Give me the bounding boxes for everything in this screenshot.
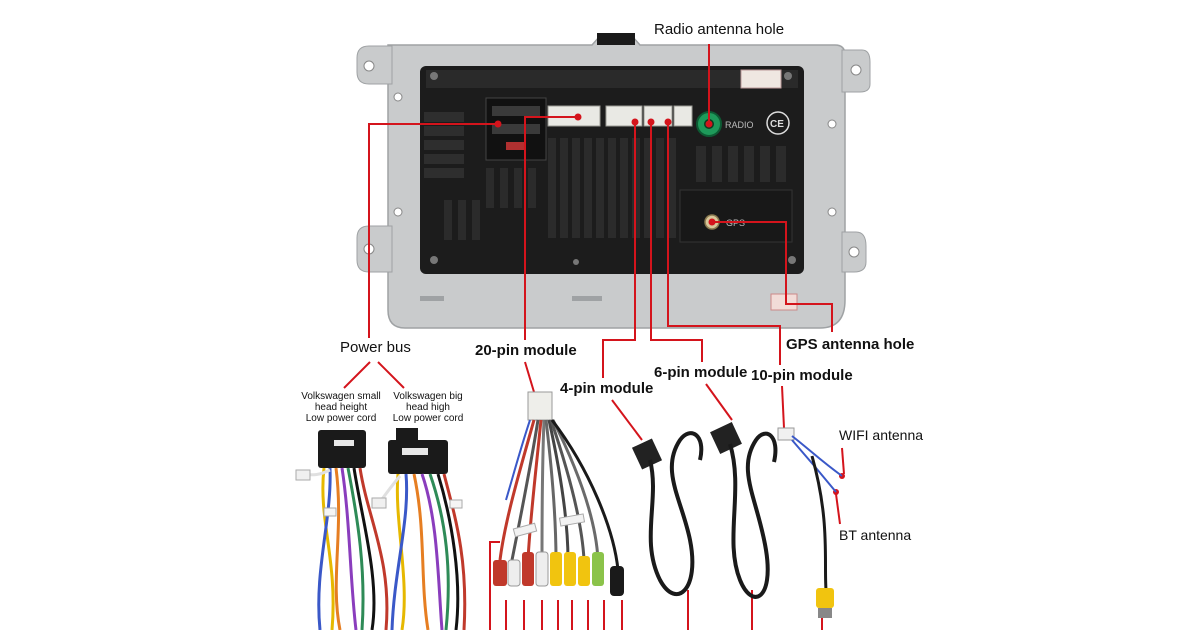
radio-marking: RADIO xyxy=(725,120,754,130)
wifi-antenna-label: WIFI antenna xyxy=(839,427,924,443)
head-unit-body xyxy=(420,66,804,274)
vw-small-power-cord-label: Volkswagen small head height Low power c… xyxy=(300,391,382,424)
power-cord-small xyxy=(295,430,389,630)
callout-lines xyxy=(343,44,845,630)
antenna-cable-10pin xyxy=(777,427,843,618)
pin4-module-label: 4-pin module xyxy=(560,380,654,397)
usb-cable-4pin xyxy=(631,431,704,596)
radio-antenna-hole-label: Radio antenna hole xyxy=(654,21,785,38)
pin10-module-label: 10-pin module xyxy=(751,367,853,384)
vw-big-line-1: Volkswagen big xyxy=(393,391,463,402)
usb-cable-6pin xyxy=(710,422,778,599)
rca-harness xyxy=(493,391,624,596)
power-cord-big xyxy=(371,428,467,630)
vw-small-line-2: head height xyxy=(314,402,368,413)
pin20-module-label: 20-pin module xyxy=(475,342,577,359)
vw-big-line-3: Low power cord xyxy=(392,413,464,424)
gps-antenna-hole-label: GPS antenna hole xyxy=(786,336,915,353)
power-bus-label: Power bus xyxy=(340,339,411,356)
vw-small-line-3: Low power cord xyxy=(305,413,377,424)
vw-big-line-2: head high xyxy=(406,402,450,413)
ce-marking: CE xyxy=(770,119,784,130)
bt-antenna-label: BT antenna xyxy=(839,527,912,543)
vw-small-line-1: Volkswagen small xyxy=(301,391,381,402)
vw-big-power-cord-label: Volkswagen big head high Low power cord xyxy=(388,391,468,424)
pin6-module-label: 6-pin module xyxy=(654,364,748,381)
